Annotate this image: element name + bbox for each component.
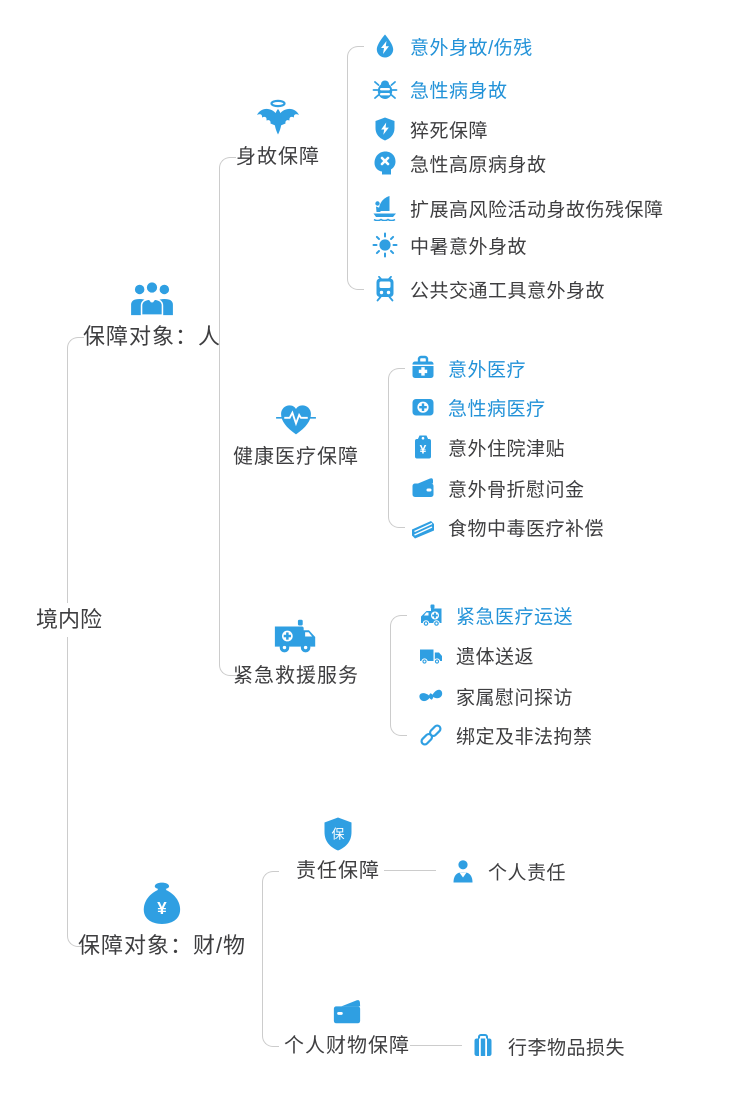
train-icon bbox=[372, 276, 398, 302]
root-trunk-connector bbox=[67, 349, 68, 934]
leaf-heatstroke-death: 中暑意外身故 bbox=[372, 230, 527, 260]
person-branch-connector-bottom-curve bbox=[219, 663, 236, 676]
shield-bao-icon: 保 bbox=[322, 816, 354, 852]
property-item-connector-line bbox=[410, 1045, 462, 1046]
heart-pulse-icon bbox=[275, 400, 317, 438]
first-aid-kit-icon bbox=[410, 355, 436, 381]
rescue-group-connector-bottom-curve bbox=[390, 723, 407, 736]
suitcase-icon bbox=[470, 1033, 496, 1059]
medical-group-connector-bottom-curve bbox=[388, 515, 405, 528]
rescue-group-connector bbox=[390, 627, 391, 723]
group-death-label: 身故保障 bbox=[236, 146, 320, 168]
ribbon-bow-icon bbox=[418, 683, 444, 709]
money-bag-icon: ¥ bbox=[140, 878, 184, 926]
root-node-label: 境内险 bbox=[30, 603, 109, 637]
leaf-high-risk-activity: 扩展高风险活动身故伤残保障 bbox=[372, 193, 664, 223]
property-branch-connector-bottom-curve bbox=[262, 1034, 279, 1047]
shield-lightning-icon bbox=[372, 116, 398, 142]
leaf-fracture-compensation: 意外骨折慰问金 bbox=[410, 473, 585, 503]
property-branch-connector bbox=[262, 883, 263, 1034]
yen-tag-icon: ¥ bbox=[410, 434, 436, 460]
leaf-luggage-loss: 行李物品损失 bbox=[470, 1031, 625, 1061]
death-group-connector-top-curve bbox=[347, 46, 364, 59]
branch-person-label: 保障对象：人 bbox=[82, 324, 222, 349]
medical-group-connector bbox=[388, 380, 389, 515]
leaf-hospital-allowance: ¥ 意外住院津贴 bbox=[410, 432, 565, 462]
svg-text:保: 保 bbox=[331, 827, 344, 842]
branch-property-label: 保障对象：财/物 bbox=[77, 933, 247, 958]
bug-icon bbox=[372, 76, 398, 102]
leaf-emergency-transport: 紧急医疗运送 bbox=[418, 600, 573, 630]
leaf-body-repatriation: 遗体送返 bbox=[418, 640, 534, 670]
leaf-accidental-death: 意外身故/伤残 bbox=[372, 31, 533, 61]
water-drop-lightning-icon bbox=[372, 33, 398, 59]
medical-box-icon bbox=[410, 394, 436, 420]
death-group-connector bbox=[347, 58, 348, 277]
root-trunk-connector-bottom-curve bbox=[67, 934, 84, 947]
leaf-personal-liability: 个人责任 bbox=[450, 856, 566, 886]
leaf-accident-medical: 意外医疗 bbox=[410, 353, 526, 383]
truck-icon bbox=[418, 642, 444, 668]
group-medical-node: 健康医疗保障 bbox=[233, 400, 359, 471]
angel-icon bbox=[255, 98, 301, 138]
medical-group-connector-top-curve bbox=[388, 368, 405, 381]
person-branch-connector bbox=[219, 169, 220, 663]
leaf-acute-disease-death: 急性病身故 bbox=[372, 74, 508, 104]
leaf-family-visit: 家属慰问探访 bbox=[418, 681, 573, 711]
person-branch-connector-top-curve bbox=[219, 157, 236, 170]
chain-link-icon bbox=[418, 722, 444, 748]
group-liability-node: 保 责任保障 bbox=[296, 816, 380, 885]
windsurfing-icon bbox=[372, 195, 398, 221]
head-x-icon bbox=[372, 150, 398, 176]
group-medical-label: 健康医疗保障 bbox=[233, 446, 359, 468]
leaf-food-poisoning: 食物中毒医疗补偿 bbox=[410, 512, 604, 542]
group-rescue-node: 紧急救援服务 bbox=[233, 617, 359, 690]
rescue-group-connector-top-curve bbox=[390, 615, 407, 628]
liability-connector-line bbox=[384, 870, 436, 871]
leaf-altitude-sickness-death: 急性高原病身故 bbox=[372, 148, 547, 178]
branch-property-node: ¥ 保障对象：财/物 bbox=[78, 878, 246, 961]
person-icon bbox=[450, 858, 476, 884]
property-branch-connector-top-curve bbox=[262, 871, 279, 884]
death-group-connector-bottom-curve bbox=[347, 277, 364, 290]
group-death-node: 身故保障 bbox=[236, 98, 320, 171]
wallet-flap-icon bbox=[330, 997, 364, 1027]
svg-text:¥: ¥ bbox=[420, 443, 427, 457]
people-group-icon bbox=[129, 279, 175, 317]
root-trunk-connector-top-curve bbox=[67, 337, 84, 350]
leaf-kidnap-detention: 绑定及非法拘禁 bbox=[418, 720, 593, 750]
leaf-sudden-death: 猝死保障 bbox=[372, 114, 488, 144]
svg-text:¥: ¥ bbox=[157, 898, 167, 918]
sun-icon bbox=[372, 232, 398, 258]
wallet-icon bbox=[410, 475, 436, 501]
leaf-acute-disease-medical: 急性病医疗 bbox=[410, 392, 546, 422]
group-personal-property-label: 个人财物保障 bbox=[284, 1035, 410, 1057]
ambulance-small-icon bbox=[418, 602, 444, 628]
group-rescue-label: 紧急救援服务 bbox=[233, 665, 359, 687]
branch-person-node: 保障对象：人 bbox=[83, 279, 221, 352]
group-liability-label: 责任保障 bbox=[296, 860, 380, 882]
group-personal-property-node: 个人财物保障 bbox=[284, 997, 410, 1060]
cake-slice-icon bbox=[410, 514, 436, 540]
ambulance-icon bbox=[272, 617, 320, 657]
leaf-public-transport-death: 公共交通工具意外身故 bbox=[372, 274, 605, 304]
